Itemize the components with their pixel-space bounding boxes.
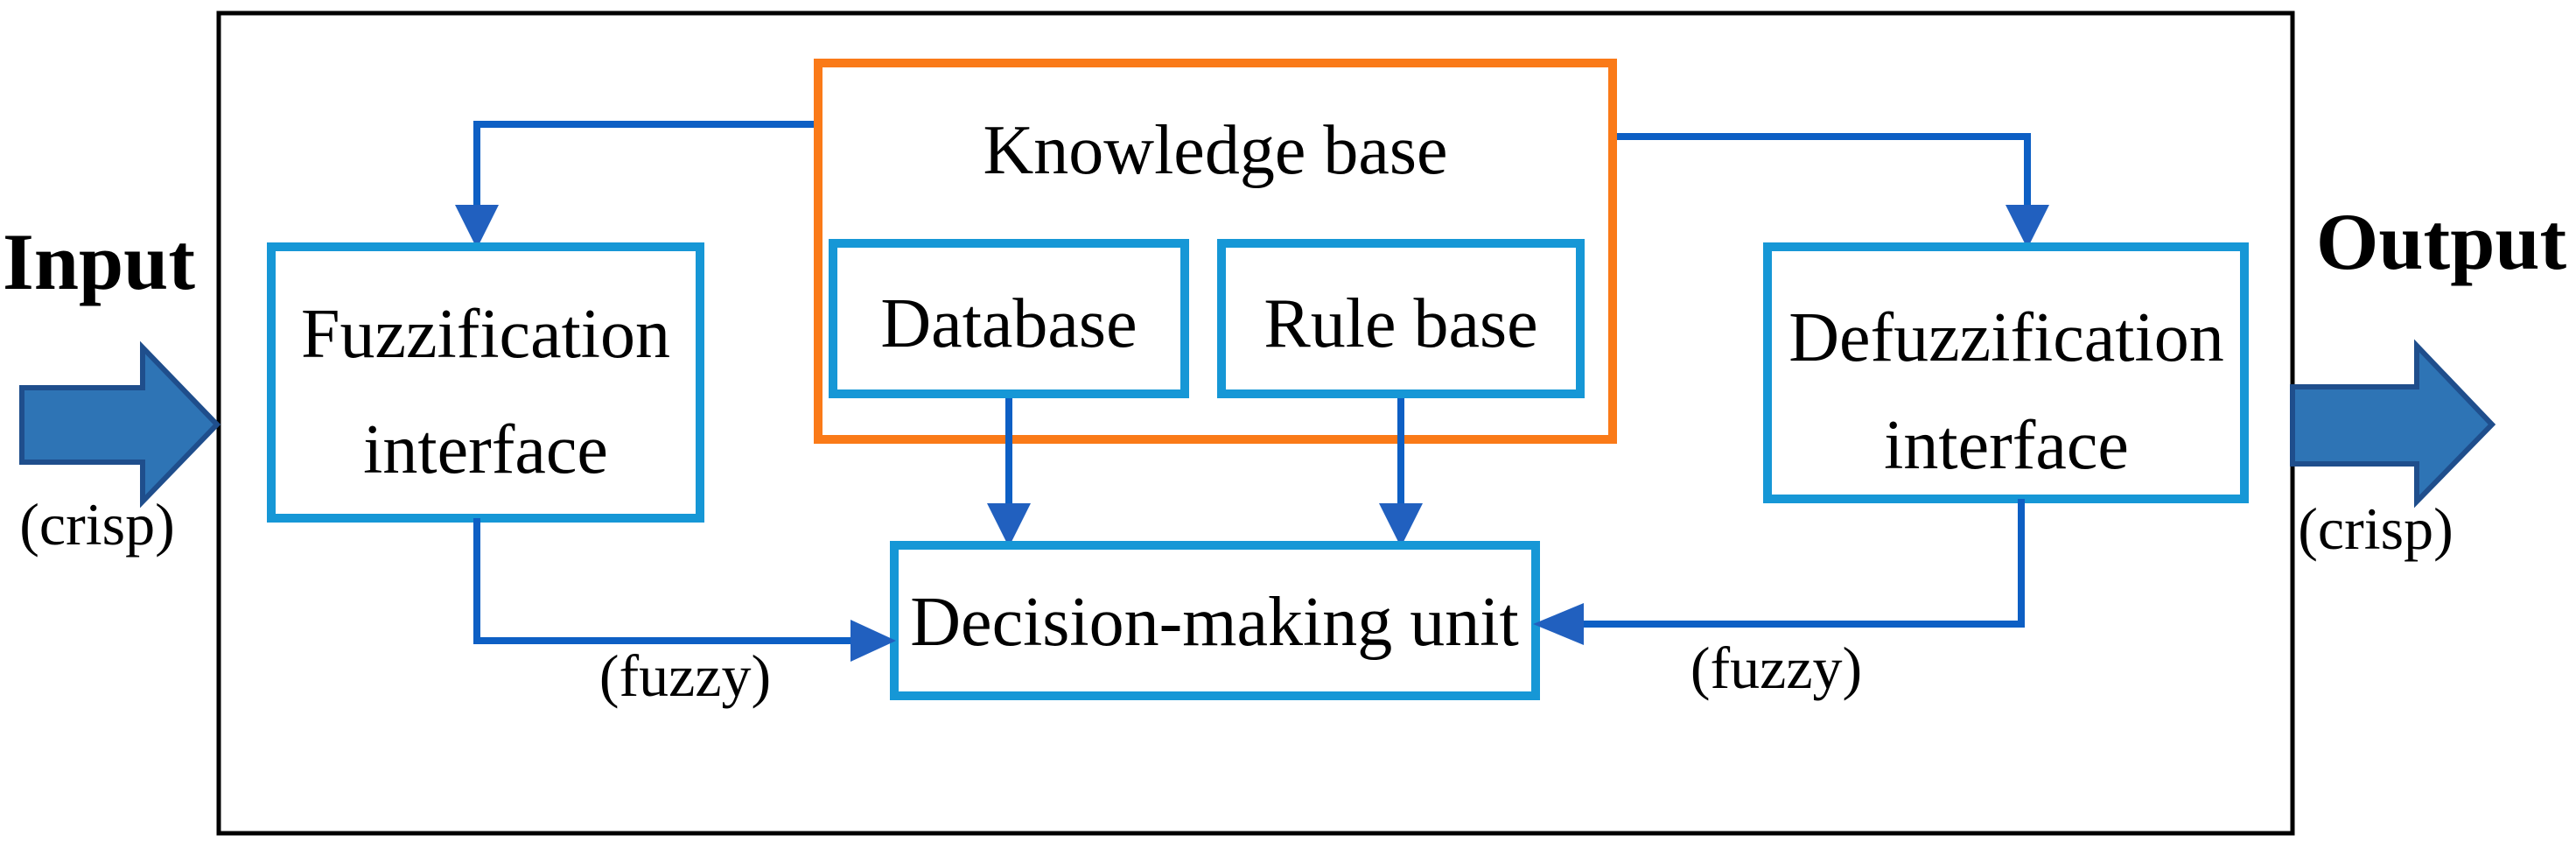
input-label: Input — [3, 217, 195, 306]
defuzzification-box: Defuzzification interface — [1763, 242, 2249, 503]
arrowhead-down-icon — [2006, 205, 2049, 249]
decision-making-unit-box: Decision-making unit — [890, 541, 1540, 700]
decision-making-unit-border — [890, 541, 1540, 700]
connector-line — [473, 518, 854, 644]
fuzzy-right-label: (fuzzy) — [1690, 635, 1862, 701]
input-big-arrow-icon — [19, 340, 221, 509]
fuzzification-box: Fuzzification interface — [267, 242, 704, 523]
fuzzification-label-line1: Fuzzification — [301, 296, 670, 373]
arrowhead-right-icon — [850, 620, 896, 662]
database-box: Database — [829, 239, 1189, 398]
arrow-knowledgebase-to-fuzzification — [455, 121, 822, 249]
arrow-defuzzification-to-decision — [1533, 499, 2025, 645]
connector-line — [1609, 133, 2031, 210]
fuzzification-label-line2: interface — [363, 411, 608, 488]
database-label: Database — [880, 285, 1137, 362]
arrow-rulebase-to-decision — [1379, 398, 1423, 547]
crisp-left-label: (crisp) — [19, 491, 174, 558]
arrowhead-down-icon — [1379, 503, 1423, 547]
rule-base-label: Rule base — [1264, 285, 1537, 362]
output-label: Output — [2316, 197, 2567, 286]
defuzzification-label-line2: interface — [1884, 407, 2129, 484]
defuzzification-label-line1: Defuzzification — [1788, 299, 2224, 376]
crisp-right-label: (crisp) — [2298, 495, 2453, 562]
connector-line — [1584, 499, 2025, 628]
arrowhead-left-icon — [1533, 603, 1584, 645]
output-big-arrow-icon — [2290, 339, 2496, 509]
arrow-fuzzification-to-decision — [473, 518, 896, 662]
knowledge-base-label: Knowledge base — [984, 112, 1448, 189]
decision-making-unit-label: Decision-making unit — [910, 584, 1518, 661]
fuzzy-left-label: (fuzzy) — [599, 642, 771, 709]
database-border — [829, 239, 1189, 398]
fuzzification-border — [267, 242, 704, 523]
connector-line — [473, 121, 822, 210]
rule-base-border — [1217, 239, 1585, 398]
arrowhead-down-icon — [455, 205, 499, 249]
arrowhead-down-icon — [987, 503, 1031, 547]
arrow-database-to-decision — [987, 398, 1031, 547]
defuzzification-border — [1763, 242, 2249, 503]
arrow-knowledgebase-to-defuzzification — [1609, 133, 2049, 249]
rule-base-box: Rule base — [1217, 239, 1585, 398]
